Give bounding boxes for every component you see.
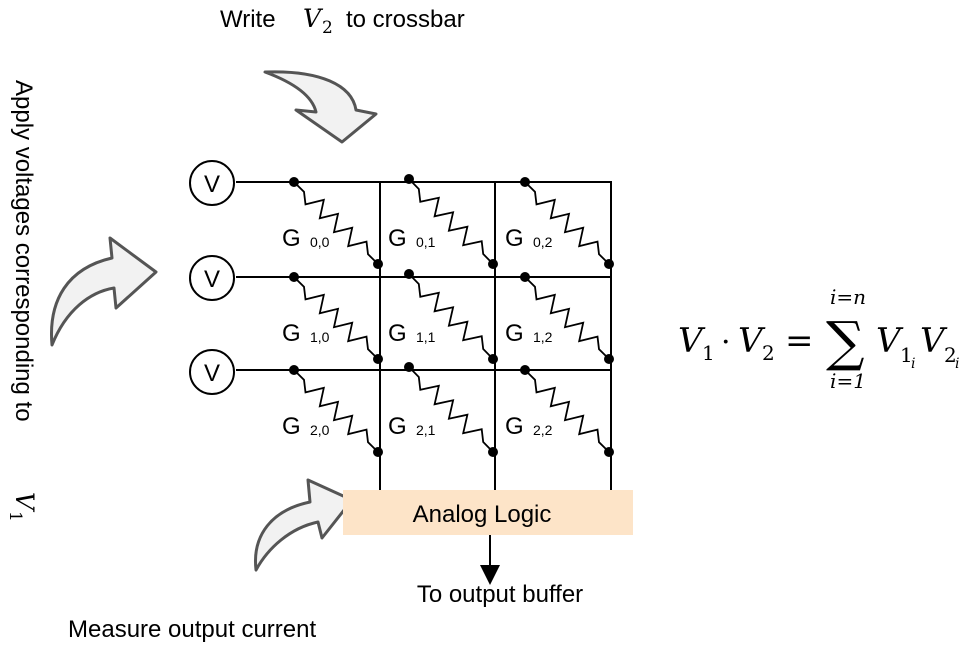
svg-text:1: 1 (702, 341, 715, 365)
dot-product-equation: V 1 · V 2 = ∑ i=n i=1 V 1 i V 2 i (678, 285, 959, 393)
apply-arrow-icon (50, 236, 158, 347)
svg-text:Apply voltages corresponding t: Apply voltages corresponding to (10, 80, 37, 422)
svg-text:V: V (204, 360, 220, 387)
svg-text:=: = (785, 321, 814, 361)
svg-text:V: V (876, 321, 904, 361)
conductance-label: G (388, 413, 407, 440)
voltage-source-0: V (189, 160, 235, 206)
resistor-1-1: G 1,1 (388, 269, 498, 364)
resistor-0-0: G 0,0 (282, 177, 383, 269)
junction-dot-bottom (604, 447, 614, 457)
conductance-index: 1,1 (416, 329, 436, 345)
svg-text:V: V (303, 4, 324, 33)
svg-text:V: V (10, 492, 39, 513)
resistor-1-2: G 1,2 (505, 272, 614, 364)
junction-dot-top (520, 365, 530, 375)
junction-dot-bottom (488, 447, 498, 457)
svg-text:1: 1 (900, 343, 913, 367)
output-label: To output buffer (417, 581, 583, 608)
conductance-index: 1,2 (533, 329, 553, 345)
svg-text:i=n: i=n (830, 285, 866, 309)
conductance-index: 0,1 (416, 234, 436, 250)
write-arrow-icon (263, 70, 378, 144)
svg-text:2: 2 (322, 18, 333, 38)
conductance-index: 2,1 (416, 422, 436, 438)
svg-text:V: V (204, 266, 220, 293)
junction-dot-top (289, 272, 299, 282)
voltage-source-1: V (189, 255, 235, 301)
conductance-label: G (282, 225, 301, 252)
svg-text:i: i (911, 356, 915, 372)
svg-text:to crossbar: to crossbar (346, 6, 465, 33)
conductance-index: 1,0 (310, 329, 330, 345)
apply-voltages-label: Apply voltages corresponding to V 1 (5, 80, 39, 522)
junction-dot-bottom (604, 259, 614, 269)
svg-text:i=1: i=1 (830, 369, 866, 393)
junction-dot-bottom (373, 259, 383, 269)
junction-dot-top (289, 177, 299, 187)
svg-text:V: V (678, 321, 706, 361)
resistor-2-1: G 2,1 (388, 362, 498, 457)
conductance-label: G (505, 413, 524, 440)
junction-dot-bottom (373, 354, 383, 364)
junction-dot-top (520, 272, 530, 282)
conductance-index: 2,0 (310, 422, 330, 438)
junction-dot-bottom (488, 259, 498, 269)
analog-logic-box: Analog Logic (343, 490, 633, 535)
svg-text:2: 2 (944, 343, 957, 367)
resistor-1-0: G 1,0 (282, 272, 383, 364)
write-label: Write V 2 to crossbar (220, 4, 465, 38)
svg-text:Write: Write (220, 6, 276, 33)
conductance-label: G (388, 320, 407, 347)
junction-dot-bottom (604, 354, 614, 364)
junction-dot-top (404, 174, 414, 184)
junction-dot-top (404, 362, 414, 372)
svg-text:∑: ∑ (826, 310, 865, 373)
measure-label: Measure output current (68, 616, 316, 643)
conductance-index: 2,2 (533, 422, 553, 438)
svg-text:Analog Logic: Analog Logic (413, 501, 552, 528)
svg-text:V: V (204, 171, 220, 198)
junction-dot-top (520, 177, 530, 187)
conductance-label: G (388, 225, 407, 252)
junction-dot-bottom (373, 447, 383, 457)
conductance-label: G (282, 413, 301, 440)
svg-text:2: 2 (762, 341, 775, 365)
svg-text:1: 1 (5, 511, 25, 522)
resistor-2-2: G 2,2 (505, 365, 614, 457)
conductance-label: G (505, 320, 524, 347)
junction-dot-top (289, 365, 299, 375)
voltage-source-2: V (189, 349, 235, 395)
junction-dot-top (404, 269, 414, 279)
resistor-0-2: G 0,2 (505, 177, 614, 269)
svg-text:i: i (955, 356, 959, 372)
resistor-2-0: G 2,0 (282, 365, 383, 457)
conductance-index: 0,0 (310, 234, 330, 250)
svg-text:V: V (920, 321, 948, 361)
conductance-index: 0,2 (533, 234, 553, 250)
measure-arrow-icon (254, 478, 354, 572)
resistor-0-1: G 0,1 (388, 174, 498, 269)
svg-text:V: V (738, 321, 766, 361)
junction-dot-bottom (488, 354, 498, 364)
svg-text:·: · (721, 325, 731, 360)
conductance-label: G (505, 225, 524, 252)
conductance-label: G (282, 320, 301, 347)
